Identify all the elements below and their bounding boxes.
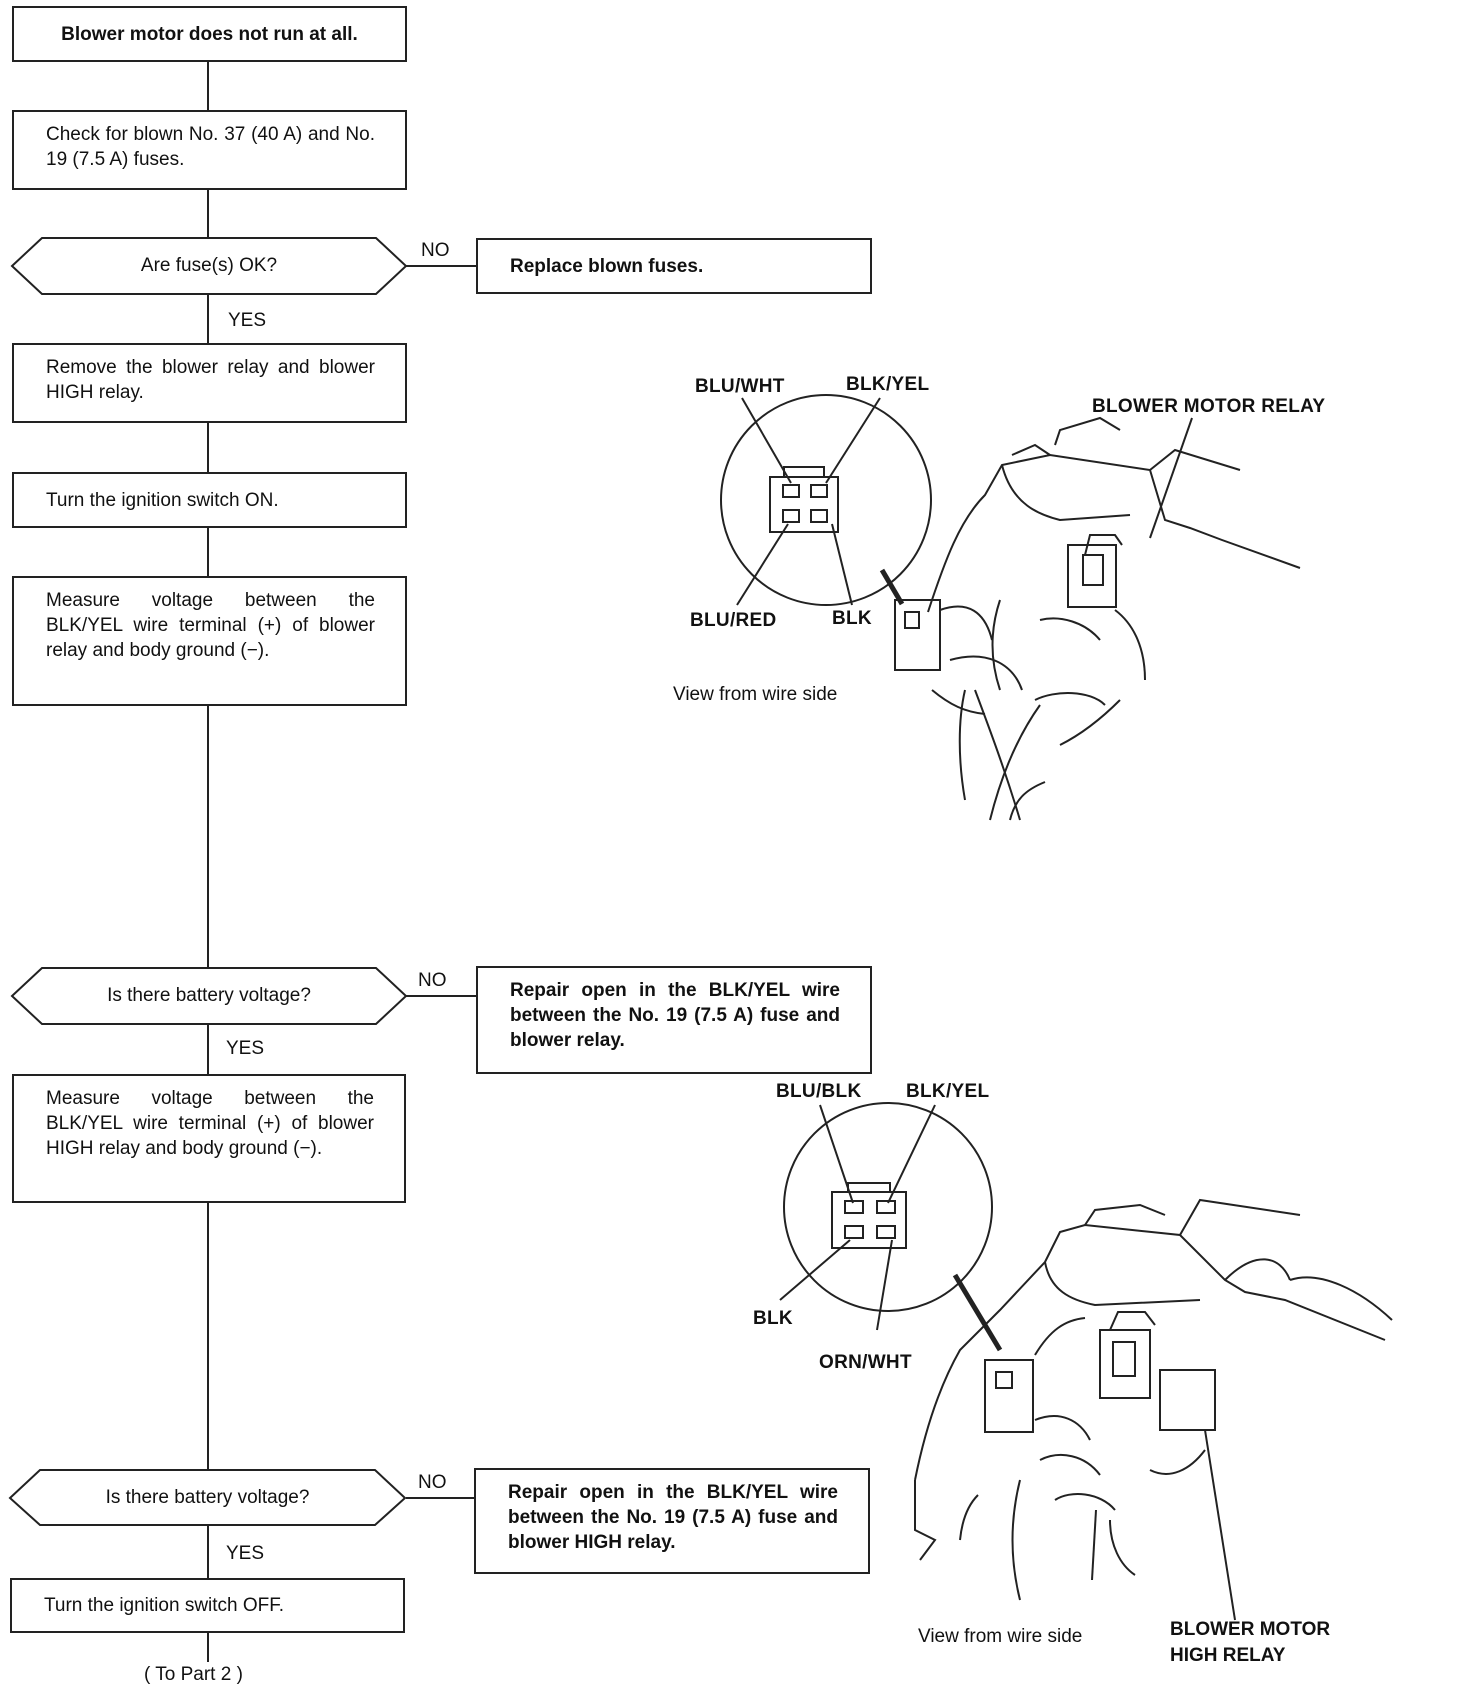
- step-start: Blower motor does not run at all.: [12, 6, 407, 62]
- wire-label-orn-wht: ORN/WHT: [819, 1352, 912, 1373]
- leader-lines-2: [779, 1104, 1236, 1621]
- wire-label-blk-yel-2: BLK/YEL: [906, 1081, 990, 1102]
- decision-battery-voltage-1-text: Is there battery voltage?: [107, 985, 311, 1006]
- to-part-2: ( To Part 2 ): [144, 1664, 243, 1685]
- no-label-3: NO: [418, 1472, 447, 1493]
- step-measure-high-relay: Measure voltage between the BLK/YEL wire…: [12, 1074, 406, 1203]
- step-check-fuses: Check for blown No. 37 (40 A) and No. 19…: [12, 110, 407, 190]
- leader-lines-1: [736, 397, 1193, 606]
- relay-connector-inset-2: [783, 1102, 993, 1312]
- step-ignition-off: Turn the ignition switch OFF.: [10, 1578, 405, 1633]
- step-repair-open-1: Repair open in the BLK/YEL wire between …: [476, 966, 872, 1074]
- no-label-2: NO: [418, 970, 447, 991]
- decision-fuses-ok: [10, 237, 408, 295]
- wire-label-blk: BLK: [832, 608, 872, 629]
- component-label-line-2: HIGH RELAY: [1170, 1645, 1286, 1666]
- component-label-line-1: BLOWER MOTOR: [1170, 1619, 1331, 1640]
- no-label-1: NO: [421, 240, 450, 261]
- component-label-blower-motor-relay: BLOWER MOTOR RELAY: [1092, 396, 1326, 417]
- blower-motor-relay-drawing: [894, 416, 1301, 821]
- blower-motor-high-relay-drawing: [914, 1198, 1393, 1601]
- step-repair-open-2: Repair open in the BLK/YEL wire between …: [474, 1468, 870, 1574]
- decision-fuses-ok-text: Are fuse(s) OK?: [140, 255, 278, 276]
- step-measure-blower-relay: Measure voltage between the BLK/YEL wire…: [12, 576, 407, 706]
- component-label-blower-motor-high-relay: BLOWER MOTOR HIGH RELAY: [1170, 1617, 1330, 1669]
- caption-view-from-wire-side-2: View from wire side: [918, 1626, 1083, 1647]
- yes-label-2: YES: [226, 1038, 265, 1059]
- step-ignition-on: Turn the ignition switch ON.: [12, 472, 407, 528]
- step-remove-relays: Remove the blower relay and blower HIGH …: [12, 343, 407, 423]
- yes-label-3: YES: [226, 1543, 265, 1564]
- yes-label-1: YES: [228, 310, 267, 331]
- wire-label-blk-yel: BLK/YEL: [846, 374, 930, 395]
- decision-battery-voltage-1: [10, 967, 408, 1025]
- decision-battery-voltage-2: [8, 1469, 407, 1526]
- wire-label-blu-blk: BLU/BLK: [776, 1081, 862, 1102]
- relay-connector-inset-1: [720, 394, 932, 606]
- step-replace-fuses: Replace blown fuses.: [476, 238, 872, 294]
- caption-view-from-wire-side-1: View from wire side: [673, 684, 838, 705]
- wire-label-blu-red: BLU/RED: [690, 610, 777, 631]
- wire-label-blk-2: BLK: [753, 1308, 793, 1329]
- wire-label-blu-wht: BLU/WHT: [695, 376, 785, 397]
- decision-battery-voltage-2-text: Is there battery voltage?: [105, 1487, 310, 1508]
